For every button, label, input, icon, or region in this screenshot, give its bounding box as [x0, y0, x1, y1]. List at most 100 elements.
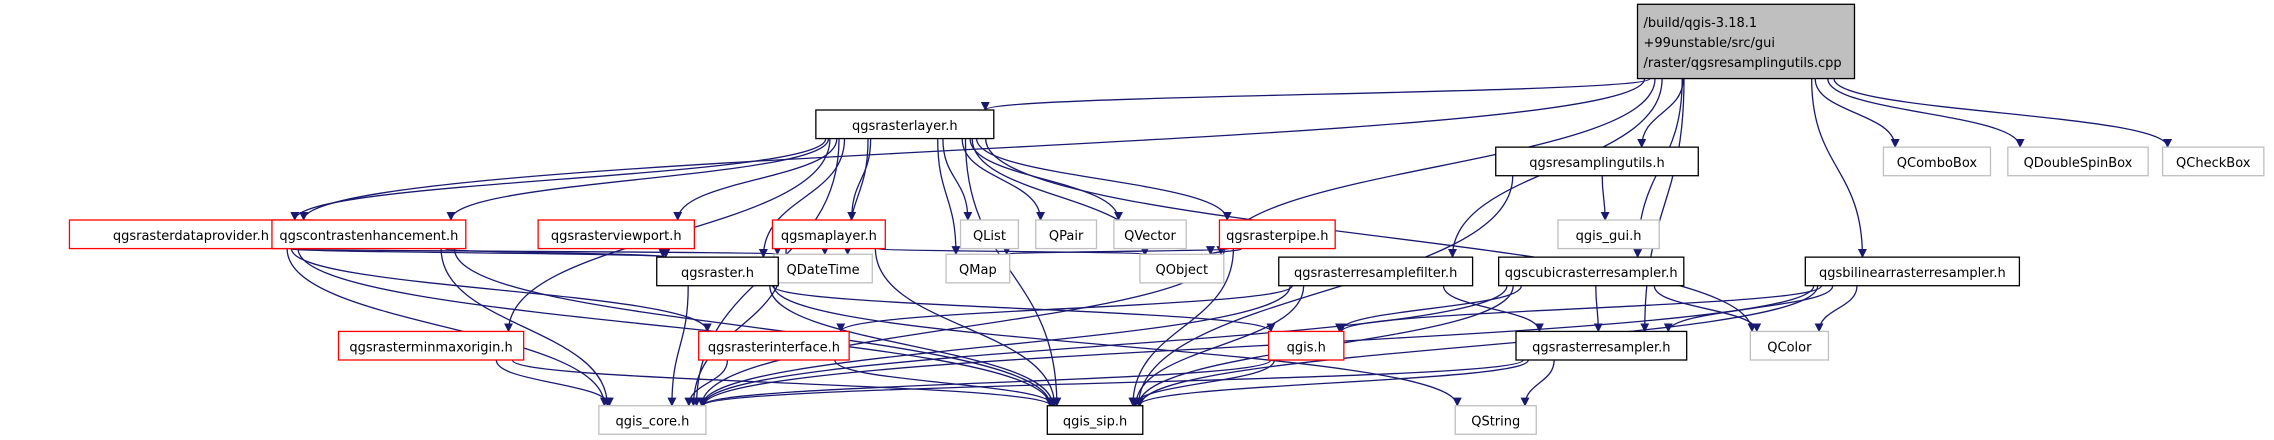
node-qcheckbox: QCheckBox [2161, 146, 2265, 177]
node-qobject: QObject [1139, 253, 1225, 284]
edge-qgscubicrasterresampler-to-qcolor [1653, 285, 1762, 333]
node-qgsrasterinterface[interactable]: qgsrasterinterface.h [698, 330, 850, 361]
node-box [537, 219, 696, 250]
node-label: /raster/qgsresamplingutils.cpp [1644, 56, 1842, 71]
edge-root-to-qcheckbox [1833, 78, 2172, 149]
node-box [1636, 3, 1856, 80]
edge-qgsrasterlayer-to-qgscontrastenhancement [446, 138, 830, 221]
edge-qgsbilinearrasterresampler-to-qgis [1337, 285, 1823, 333]
node-label: qgsrasterinterface.h [708, 340, 840, 355]
edge-qgsrasterlayer-to-qgsrasterpipe [975, 138, 1232, 221]
node-qgis_sip[interactable]: qgis_sip.h [1046, 405, 1144, 435]
edge-qgscontrastenhancement-to-qgis_core [440, 248, 612, 407]
node-label: qgsmaplayer.h [781, 229, 877, 244]
node-qgis_gui: qgis_gui.h [1557, 219, 1660, 250]
edge-qgsrasterresamplefilter-to-qgis_core [697, 285, 1291, 407]
node-qcombobox: QComboBox [1882, 146, 1992, 177]
node-qgscubicrasterresampler[interactable]: qgscubicrasterresampler.h [1497, 256, 1685, 287]
node-qgsmaplayer[interactable]: qgsmaplayer.h [771, 219, 886, 250]
node-box [1046, 405, 1144, 435]
node-qdatetime: QDateTime [773, 253, 873, 284]
node-box [337, 330, 525, 361]
node-qgis_core: qgis_core.h [598, 405, 707, 435]
edge-qgsrasterpipe-to-qmap [1002, 245, 1230, 256]
node-label: qgis_core.h [615, 415, 689, 430]
edge-qgsresamplingutils-to-qgis_gui [1600, 175, 1610, 221]
node-box [1139, 253, 1225, 284]
node-label: QDateTime [787, 263, 860, 278]
node-label: qgsraster.h [681, 266, 754, 281]
edge-qgsrasterdataprovider-to-qgis_core [286, 248, 609, 407]
node-box [945, 253, 1011, 284]
node-qgsresamplingutils[interactable]: qgsresamplingutils.h [1495, 146, 1699, 177]
edge-root-to-qcombobox [1814, 78, 1900, 149]
node-qstring: QString [1454, 405, 1537, 435]
node-label: QColor [1767, 340, 1812, 355]
node-box [271, 219, 467, 250]
node-qlist: QList [959, 219, 1020, 250]
node-qgsrasterviewport[interactable]: qgsrasterviewport.h [537, 219, 696, 250]
edge-qgsrasterlayer-to-qvector [969, 138, 1123, 221]
node-qgsrasterminmaxorigin[interactable]: qgsrasterminmaxorigin.h [337, 330, 525, 361]
node-label: QPair [1049, 229, 1084, 244]
node-label: qgsrasterresamplefilter.h [1294, 266, 1457, 281]
edge-qgscubicrasterresampler-to-qgsrasterresampler [1593, 285, 1603, 333]
node-qgsrasterresampler[interactable]: qgsrasterresampler.h [1515, 330, 1688, 361]
edge-qgsrasterlayer-to-qmap [937, 138, 961, 256]
node-box [1113, 219, 1187, 250]
node-box [1035, 219, 1098, 250]
edge-qgsrasterlayer-to-qgis_sip [964, 138, 1062, 407]
node-label: qgsrasterresampler.h [1532, 340, 1670, 355]
node-qgsraster[interactable]: qgsraster.h [656, 256, 779, 287]
node-qgscontrastenhancement[interactable]: qgscontrastenhancement.h [271, 219, 467, 250]
node-box [1497, 256, 1685, 287]
edge-root-to-qgsbilinearrasterresampler [1811, 78, 1867, 259]
node-box [1804, 256, 2021, 287]
edge-qgsresamplingutils-to-qgis_sip [1134, 175, 1514, 407]
edge-qgscontrastenhancement-to-qgis_sip [453, 248, 1055, 407]
edge-qgsraster-to-qgis [771, 285, 1276, 333]
node-box [1218, 219, 1336, 250]
node-label: QCheckBox [2176, 156, 2251, 171]
node-box [1515, 330, 1688, 361]
node-label: qgis.h [1287, 340, 1326, 355]
node-label: QList [973, 229, 1006, 244]
edge-qgsbilinearrasterresampler-to-qgis_sip [1135, 285, 1819, 407]
edge-qgsraster-to-qstring [773, 285, 1462, 407]
edge-qgsrasterresampler-to-qstring [1520, 359, 1555, 407]
node-qgsbilinearrasterresampler[interactable]: qgsbilinearrasterresampler.h [1804, 256, 2021, 287]
node-qgsrasterresamplefilter[interactable]: qgsrasterresamplefilter.h [1278, 256, 1474, 287]
node-box [1278, 256, 1474, 287]
edge-qgsmaplayer-to-qdatetime [820, 246, 830, 256]
node-label: QObject [1156, 263, 1209, 278]
node-label: qgsrasterpipe.h [1226, 229, 1328, 244]
edge-qgsrasterinterface-to-qgis_core [684, 359, 729, 407]
node-box [698, 330, 850, 361]
node-qgsrasterlayer[interactable]: qgsrasterlayer.h [815, 109, 995, 140]
node-qcolor: QColor [1749, 330, 1830, 361]
edge-root-to-qgsrasterlayer [981, 77, 1651, 111]
node-qgsrasterpipe[interactable]: qgsrasterpipe.h [1218, 219, 1336, 250]
edge-qgsrasterlayer-to-qcolor [985, 138, 1757, 333]
node-label: qgscubicrasterresampler.h [1505, 266, 1678, 281]
node-label: qgsrasterlayer.h [852, 119, 958, 134]
node-label: qgsresamplingutils.h [1529, 156, 1664, 171]
node-qgis[interactable]: qgis.h [1267, 330, 1345, 361]
node-box [1749, 330, 1830, 361]
edge-qgsrasterdataprovider-to-qgis_sip [297, 248, 1055, 407]
node-qpair: QPair [1035, 219, 1098, 250]
edge-qgsrasterlayer-to-qgsmaplayer [847, 138, 872, 221]
node-root[interactable]: /build/qgis-3.18.1+99unstable/src/gui/ra… [1636, 3, 1856, 80]
node-label: qgis_sip.h [1063, 415, 1127, 430]
edge-qgsrasterlayer-to-qpair [961, 138, 1046, 221]
node-box [598, 405, 707, 435]
node-label: qgscontrastenhancement.h [279, 229, 458, 244]
edge-qgsrasterlayer-to-qgsraster [758, 138, 846, 259]
edge-qgsbilinearrasterresampler-to-qcolor [1814, 285, 1858, 333]
node-label: QComboBox [1897, 156, 1978, 171]
edge-root-to-qgsresamplingutils [1637, 78, 1684, 149]
edge-qgsrasterlayer-to-qgsrasterdataprovider [290, 138, 827, 221]
edge-qgsrasterpipe-to-qgis_sip [1128, 248, 1235, 407]
node-box [2161, 146, 2265, 177]
